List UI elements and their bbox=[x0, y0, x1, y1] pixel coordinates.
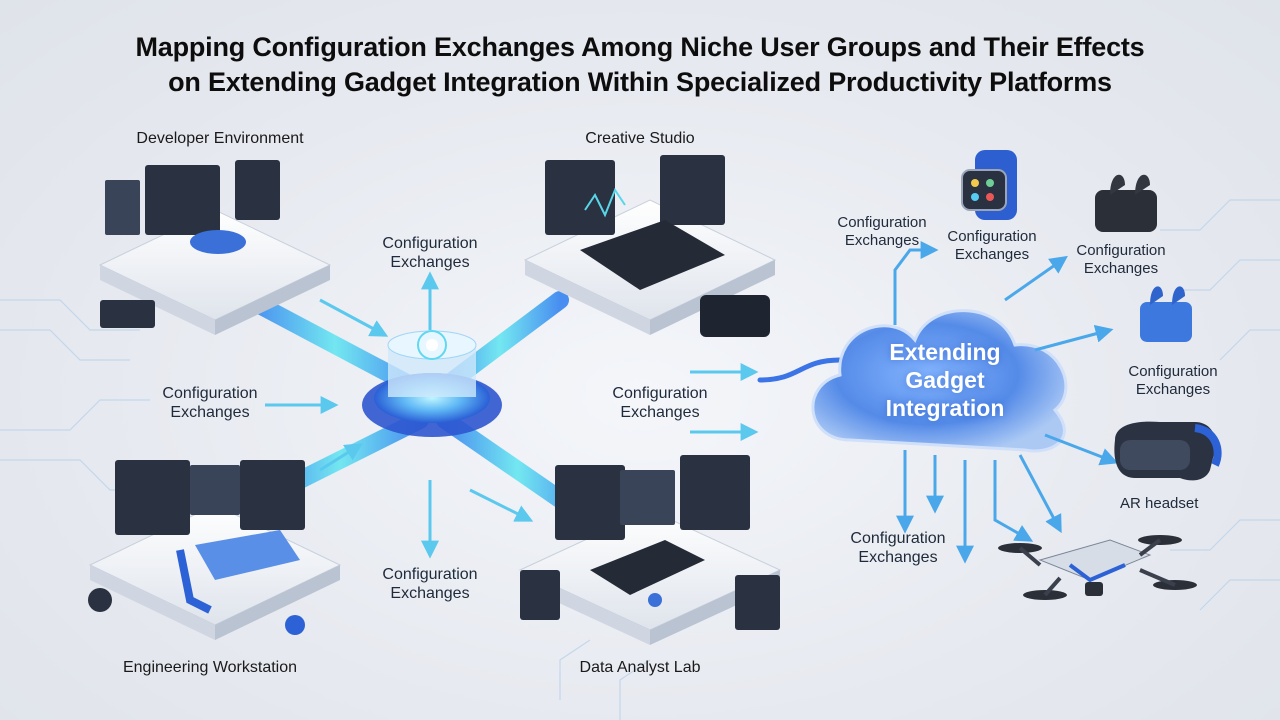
blue-earbuds-icon bbox=[1140, 286, 1192, 342]
label-developer-environment: Developer Environment bbox=[136, 130, 304, 147]
circuit-traces bbox=[0, 199, 1280, 720]
central-hub bbox=[362, 330, 502, 437]
label-creative-studio: Creative Studio bbox=[585, 130, 695, 147]
drone-icon bbox=[998, 535, 1197, 600]
earbuds-case-icon bbox=[1095, 174, 1157, 232]
platform-analyst bbox=[518, 455, 782, 645]
cloud-hub bbox=[811, 309, 1068, 453]
title-line-2: on Extending Gadget Integration Within S… bbox=[168, 67, 1112, 97]
cloud-arrows bbox=[893, 241, 1119, 564]
ar-headset-icon bbox=[1114, 421, 1222, 481]
label-data-analyst-lab: Data Analyst Lab bbox=[579, 659, 701, 676]
smartwatch-icon bbox=[961, 150, 1017, 220]
platform-developer bbox=[98, 160, 332, 335]
diagram-title: Mapping Configuration Exchanges Among Ni… bbox=[0, 30, 1280, 100]
title-line-1: Mapping Configuration Exchanges Among Ni… bbox=[135, 32, 1145, 62]
label-ar-headset: AR headset bbox=[1120, 495, 1199, 512]
platform-creative bbox=[523, 155, 777, 337]
label-engineering-workstation: Engineering Workstation bbox=[122, 659, 298, 676]
platform-engineering bbox=[88, 460, 342, 640]
hub-arrows bbox=[265, 271, 759, 559]
